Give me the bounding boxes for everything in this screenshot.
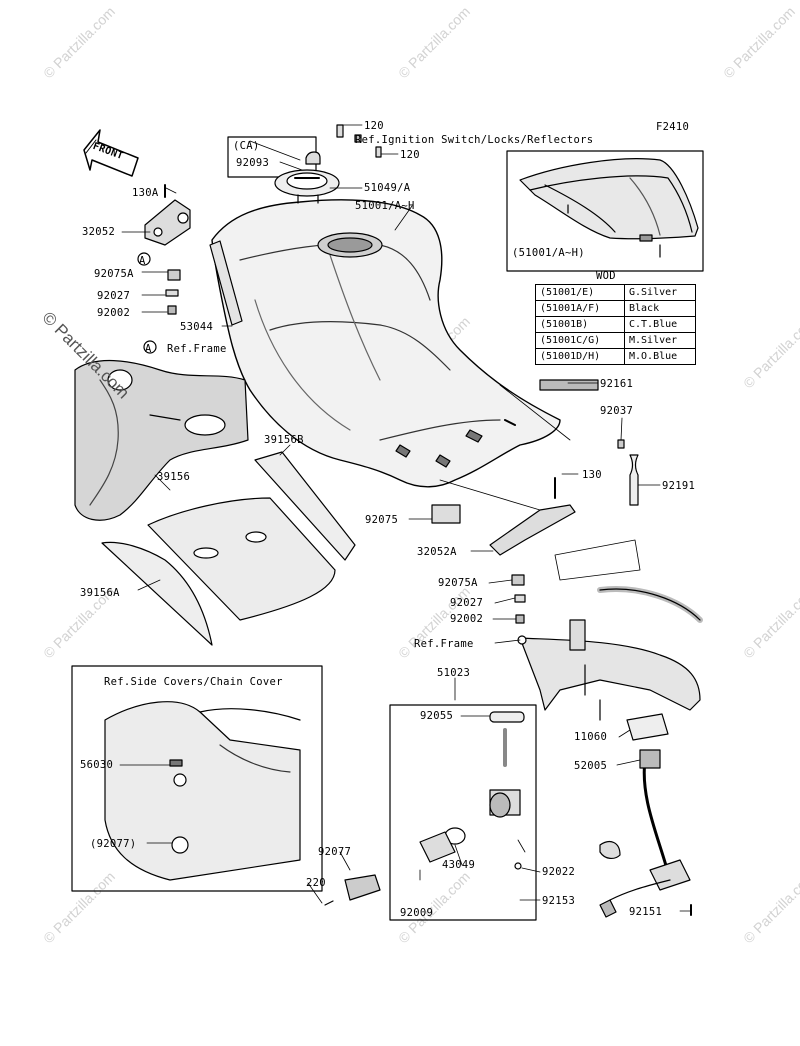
wod-color-table: (51001/E)G.Silver(51001A/F)Black(51001B)…	[535, 284, 696, 365]
callout-ref-frame: Ref.Frame	[167, 343, 227, 355]
marker-a: A	[145, 343, 152, 355]
callout-51001: 51001/A~H	[355, 200, 415, 212]
wod-part-number: (51001C/G)	[535, 332, 625, 349]
callout-120: 120	[364, 120, 384, 132]
wod-color-name: G.Silver	[624, 284, 696, 301]
fuel-cock-box	[389, 704, 537, 921]
callout-92077-paren: (92077)	[90, 838, 137, 850]
callout-92075a: 92075A	[438, 577, 478, 589]
callout-92191: 92191	[662, 480, 696, 492]
callout-56030: 56030	[80, 759, 114, 771]
damper-92075	[431, 504, 461, 524]
wod-color-name: M.O.Blue	[624, 348, 696, 365]
pad-39156a	[101, 541, 213, 646]
callout-130: 130	[582, 469, 602, 481]
callout-92027: 92027	[97, 290, 131, 302]
hose-92191	[629, 454, 639, 506]
collar-92027	[165, 289, 179, 297]
frame-right	[517, 586, 703, 721]
side-cover-inset	[71, 665, 323, 892]
callout-92009: 92009	[400, 907, 434, 919]
callout-ref-frame: Ref.Frame	[414, 638, 474, 650]
callout-92002: 92002	[450, 613, 484, 625]
fuel-tank	[211, 199, 561, 488]
bracket-32052	[144, 184, 191, 246]
callout-92027: 92027	[450, 597, 484, 609]
marker-a: A	[139, 255, 146, 267]
callout-11060: 11060	[574, 731, 608, 743]
callout-32052: 32052	[82, 226, 116, 238]
wod-title: WOD	[596, 270, 616, 282]
wod-row: (51001/E)G.Silver	[535, 284, 696, 301]
callout-92022: 92022	[542, 866, 576, 878]
bolt-120	[336, 124, 382, 158]
wod-row: (51001A/F)Black	[535, 300, 696, 317]
callout-92037: 92037	[600, 405, 634, 417]
side-cover	[104, 701, 301, 881]
ca-label: (CA)	[233, 140, 260, 152]
rubber-53044	[209, 240, 243, 326]
fuel-pump	[599, 713, 691, 918]
callout-39156b: 39156B	[264, 434, 304, 446]
callout-220: 220	[306, 877, 326, 889]
pad-92161	[539, 379, 599, 391]
wod-part-number: (51001D/H)	[535, 348, 625, 365]
wod-color-name: M.Silver	[624, 332, 696, 349]
callout-92002: 92002	[97, 307, 131, 319]
diagram-code: F2410	[656, 121, 690, 133]
callout-53044: 53044	[180, 321, 214, 333]
callout-52005: 52005	[574, 760, 608, 772]
damper-92075a	[167, 269, 181, 281]
bracket-32052a	[489, 504, 576, 556]
wod-row: (51001D/H)M.O.Blue	[535, 348, 696, 365]
marker-circle	[137, 252, 151, 266]
callout-92093: 92093	[236, 157, 270, 169]
wod-color-name: C.T.Blue	[624, 316, 696, 333]
callout-92075: 92075	[365, 514, 399, 526]
callout-92161: 92161	[600, 378, 634, 390]
callout-51001-inset: (51001/A~H)	[512, 247, 585, 259]
wod-color-name: Black	[624, 300, 696, 317]
callout-92151: 92151	[629, 906, 663, 918]
callout-51023: 51023	[437, 667, 471, 679]
callout-39156: 39156	[157, 471, 191, 483]
callout-92077: 92077	[318, 846, 352, 858]
callout-92075a: 92075A	[94, 268, 134, 280]
wod-part-number: (51001B)	[535, 316, 625, 333]
fuel-cock	[324, 711, 525, 906]
fuel-cap	[274, 169, 340, 204]
wod-part-number: (51001/E)	[535, 284, 625, 301]
callout-43049: 43049	[442, 859, 476, 871]
callout-ref-ignition: Ref.Ignition Switch/Locks/Reflectors	[355, 134, 594, 146]
callout-92055: 92055	[420, 710, 454, 722]
front-arrow-icon	[83, 129, 139, 177]
callout-32052a: 32052A	[417, 546, 457, 558]
pad-39156b	[254, 451, 356, 561]
callout-51049: 51049/A	[364, 182, 411, 194]
damper-92075a-right	[511, 574, 525, 586]
bolt-92002	[167, 305, 177, 315]
marker-circle	[143, 340, 157, 354]
callout-39156a: 39156A	[80, 587, 120, 599]
wod-part-number: (51001A/F)	[535, 300, 625, 317]
callout-ref-side-covers: Ref.Side Covers/Chain Cover	[104, 676, 283, 688]
frame-left	[74, 360, 249, 521]
callout-130a: 130A	[132, 187, 159, 199]
callout-120: 120	[400, 149, 420, 161]
pad-39156	[147, 497, 336, 621]
wod-row: (51001B)C.T.Blue	[535, 316, 696, 333]
callout-92153: 92153	[542, 895, 576, 907]
wod-row: (51001C/G)M.Silver	[535, 332, 696, 349]
tank-cover-inset	[506, 150, 704, 272]
